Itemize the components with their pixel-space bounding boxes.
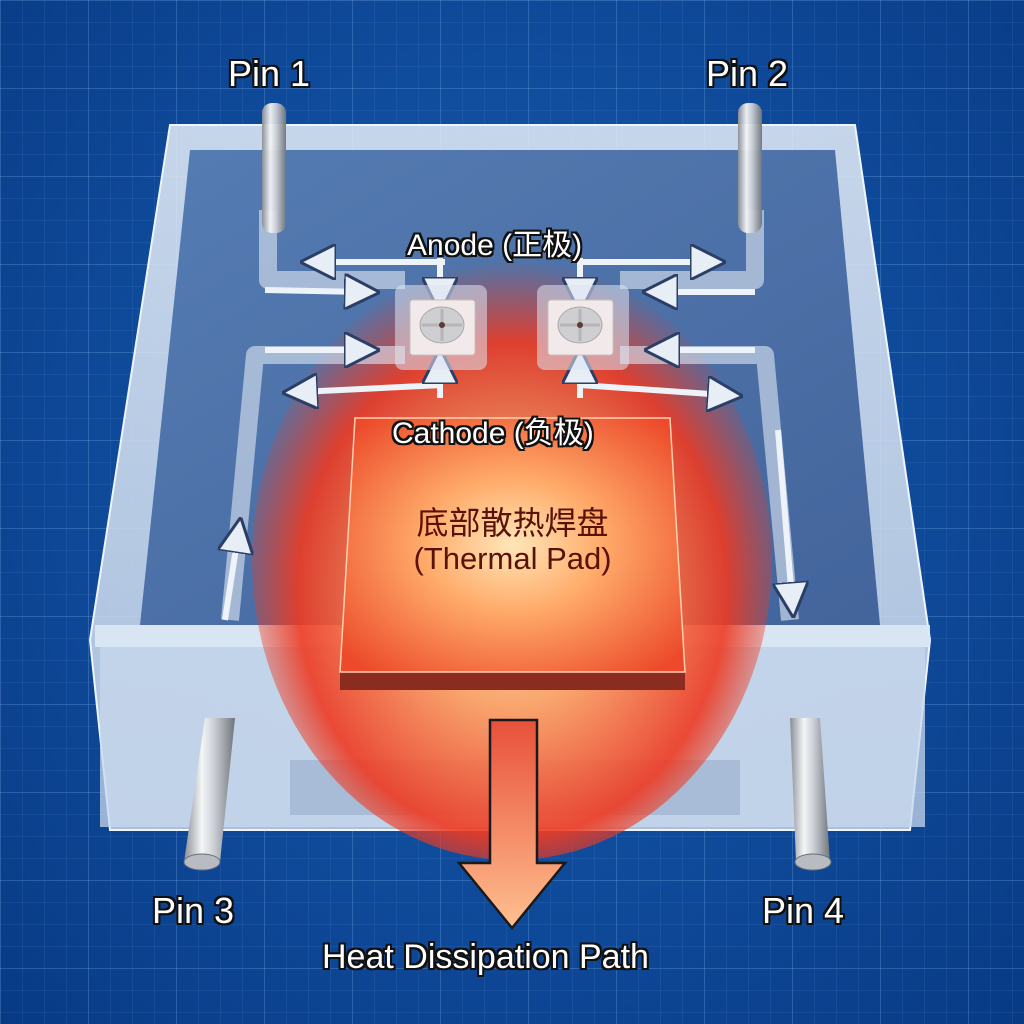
pin4-label: Pin 4	[762, 890, 845, 931]
pin1-label: Pin 1	[228, 53, 311, 94]
anode-label: Anode (正极)	[407, 229, 583, 262]
thermal-pad	[339, 417, 686, 690]
heat-dissipation-arrow	[456, 718, 568, 930]
led-chip-left	[395, 285, 487, 370]
thermal-pad-label-cn: 底部散热焊盘	[416, 504, 609, 542]
heat-dissipation-label: Heat Dissipation Path	[322, 938, 649, 976]
led-chip-right	[537, 285, 629, 370]
pin4-lead	[790, 718, 832, 871]
pin1-lead	[262, 103, 286, 233]
thermal-pad-label-en: (Thermal Pad)	[413, 541, 612, 576]
pin2-label: Pin 2	[706, 53, 789, 94]
pin3-label: Pin 3	[152, 890, 235, 931]
pin2-lead	[738, 103, 762, 233]
pin3-lead	[183, 718, 235, 871]
cathode-label: Cathode (负极)	[392, 417, 594, 450]
